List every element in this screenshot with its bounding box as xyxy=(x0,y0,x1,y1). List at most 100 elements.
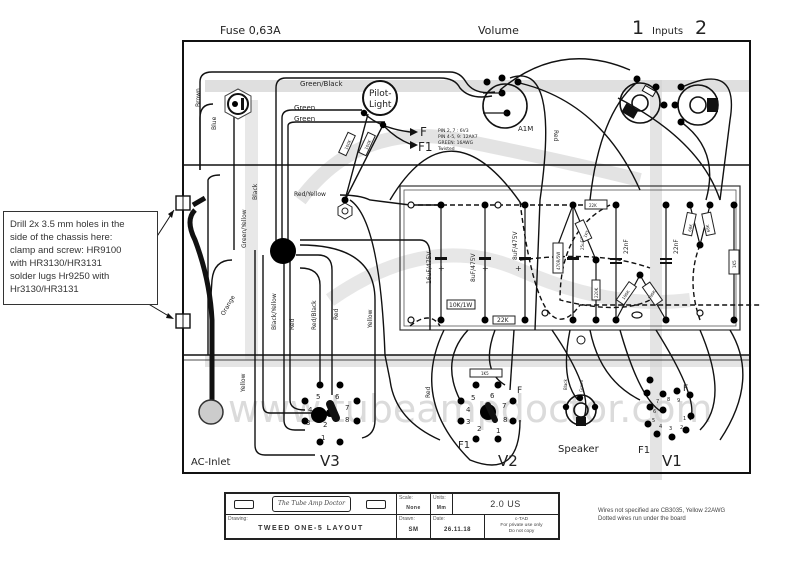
copyright-line: c-TAD xyxy=(514,517,529,522)
footnote-line: Dotted wires run under the board xyxy=(598,516,686,522)
board-resistors: 10K/1W 22K 470R/5W 22K 1K5 220K 100K 100… xyxy=(446,199,740,325)
wire-label-red: Red xyxy=(333,308,340,320)
drill-note-line: side of the chassis here: xyxy=(10,232,113,243)
pilot-light: Pilot- Light xyxy=(360,80,398,129)
heater-note-line: PIN 4-5, 9: 12AX7 xyxy=(438,134,478,140)
pilot-light-label-1: Pilot- xyxy=(369,89,392,99)
heater-f1-label: F1 xyxy=(418,140,433,154)
wire-label-brown: Brown xyxy=(195,88,202,107)
tube-socket-v3: 1 2 3 4 5 6 7 8 xyxy=(301,381,361,446)
date-label: Date: xyxy=(433,516,445,522)
chassis xyxy=(182,40,751,474)
drawing-label: Drawing: xyxy=(228,516,248,522)
wire-label-green: Green xyxy=(294,115,315,123)
inputs-label: Inputs xyxy=(652,26,683,37)
res-68k-2-label: 68K xyxy=(705,224,711,233)
wire-label-black: Black xyxy=(252,183,259,200)
copyright-cell: c-TAD For private use only Do not copy xyxy=(485,515,558,538)
res-100k-plate-label: 100K xyxy=(621,289,631,301)
heater-arrows: F F1 xyxy=(410,125,433,154)
volume-label: Volume xyxy=(478,24,519,37)
v2-label: V2 xyxy=(498,452,518,470)
tube-socket-v2: 1K5 1 2 3 4 5 6 7 8 F F1 xyxy=(457,368,522,451)
pin-6: 6 xyxy=(490,392,495,400)
pin-6: 6 xyxy=(653,409,656,415)
input-1-label: 1 xyxy=(632,17,644,39)
wire-label-red: Red xyxy=(289,318,296,330)
wire-label-red-yellow: Red/Yellow xyxy=(294,191,326,198)
res-bulb2-label: 100K xyxy=(363,139,372,151)
scale-value: None xyxy=(406,505,421,511)
logo-cell: The Tube Amp Doctor xyxy=(226,494,397,515)
dotted-wires xyxy=(409,201,760,327)
pin-5: 5 xyxy=(652,418,655,424)
speaker-jack xyxy=(562,335,599,426)
res-22k-label: 22K xyxy=(497,317,510,324)
drill-note-line: Hr3130/HR3131 xyxy=(10,284,79,295)
star-ground xyxy=(270,238,296,264)
input-jack-1 xyxy=(619,75,661,124)
pin-3: 3 xyxy=(466,418,470,426)
pilot-light-label-2: Light xyxy=(369,100,392,110)
pilot-resistors: 100K 100K xyxy=(338,131,376,157)
pin-7: 7 xyxy=(345,404,349,412)
watermark-url: www.tubeampdoctor.com xyxy=(228,387,713,431)
v1-label: V1 xyxy=(662,452,682,470)
wire-label-yellow: Yellow xyxy=(367,309,374,329)
wire-label-orange: Orange xyxy=(220,294,237,317)
wire-label-black-yellow: Black/Yellow xyxy=(271,293,278,330)
copyright-line: For private use only xyxy=(500,523,543,528)
drawn-label: Drawn: xyxy=(399,516,415,522)
cap-c2-label: 8uF/475V xyxy=(470,252,477,282)
version-value: 2.0 US xyxy=(490,499,521,509)
logo-text: The Tube Amp Doctor xyxy=(272,496,351,512)
drill-note-line: solder lugs Hr9250 with xyxy=(10,271,110,282)
svg-text:+: + xyxy=(482,264,489,273)
heater-f-label: F xyxy=(420,125,427,139)
drill-note-line: clamp and screw: HR9100 xyxy=(10,245,122,256)
pin-9: 9 xyxy=(677,398,680,404)
res-220k-label: 220K xyxy=(594,287,599,298)
speaker-label: Speaker xyxy=(558,444,600,455)
board-nodes xyxy=(407,201,738,324)
tube-socket-v1: 1 2 3 4 5 6 7 8 9 F F1 xyxy=(638,376,695,456)
power-cord xyxy=(187,195,224,425)
res-100k-top-label: 100K xyxy=(647,289,657,301)
pin-8: 8 xyxy=(503,416,507,424)
pin-4: 4 xyxy=(659,424,662,430)
wire-label-blue: Blue xyxy=(211,116,218,130)
drawn-value: SM xyxy=(408,527,419,533)
v2-heater-f1-label: F1 xyxy=(458,440,470,451)
pin-1: 1 xyxy=(683,416,686,422)
v1-heater-f1-label: F1 xyxy=(638,445,650,456)
res-68k-1-label: 68K xyxy=(687,223,694,232)
title-block: The Tube Amp Doctor Scale: None Units: M… xyxy=(224,492,560,540)
fuse-label: Fuse 0,63A xyxy=(220,24,281,37)
res-bulb1-label: 100K xyxy=(343,139,352,151)
pin-8: 8 xyxy=(345,416,349,424)
heater-note-line: PIN 2, 7 : 6V3 xyxy=(438,128,469,134)
input-jack-2 xyxy=(660,83,719,126)
pin-3: 3 xyxy=(306,419,310,427)
pin-6: 6 xyxy=(335,393,340,401)
pin-2: 2 xyxy=(477,425,481,433)
res-feedback-label: 22K xyxy=(589,203,597,208)
pin-5: 5 xyxy=(471,394,475,402)
footnotes: Wires not specified are CB3035, Yellow 2… xyxy=(598,507,725,523)
res-1k5-v2-label: 1K5 xyxy=(481,371,489,376)
tube-icon-left xyxy=(234,500,254,509)
date-cell: Date: 26.11.18 xyxy=(431,515,485,538)
pin-1: 1 xyxy=(496,427,500,435)
pin-4: 4 xyxy=(308,406,313,414)
v1-heater-f-label: F xyxy=(683,384,688,394)
drawing-value: Tweed One-5 Layout xyxy=(258,525,364,532)
res-10k-label: 10K/1W xyxy=(449,302,472,309)
footnote-line: Wires not specified are CB3035, Yellow 2… xyxy=(598,508,726,514)
drill-note-line: with HR3130/HR3131 xyxy=(10,258,102,269)
wire-label-green-black: Green/Black xyxy=(300,80,343,88)
wire-label-green-yellow: Green/Yellow xyxy=(241,209,248,248)
chassis-clamps xyxy=(175,195,191,329)
wire-label-speaker-black: Black xyxy=(563,378,568,390)
pin-5: 5 xyxy=(316,393,320,401)
